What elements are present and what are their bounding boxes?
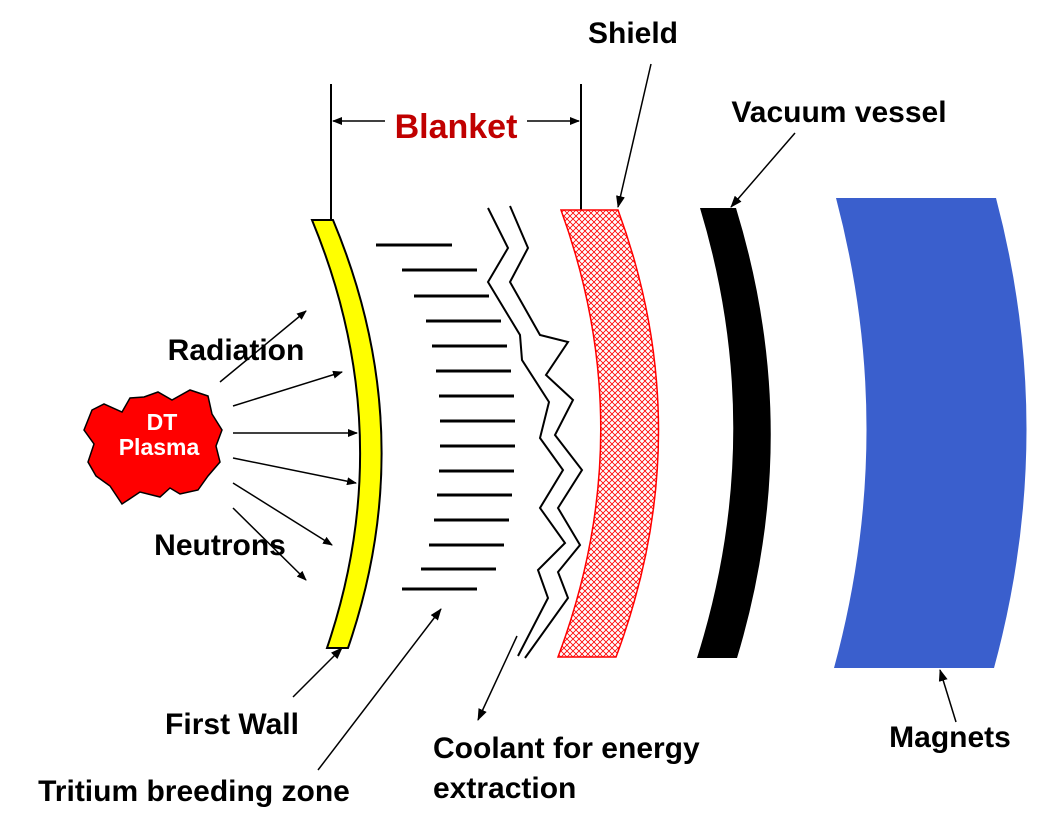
- radiation-arrow-1: [219, 310, 307, 383]
- coolant-pointer: [477, 635, 518, 721]
- neutron-arrow-1: [232, 457, 357, 486]
- radiation-arrow-2: [232, 370, 343, 407]
- plasma-label-line1: DT: [147, 409, 178, 435]
- first-wall-pointer: [292, 647, 343, 698]
- breeding-zone-pointer: [317, 608, 442, 771]
- first-wall-label: First Wall: [165, 708, 299, 741]
- blanket-dimension: Blanket: [330, 84, 582, 220]
- neutron-arrow-2: [232, 482, 333, 546]
- emission-arrows: [219, 310, 358, 581]
- blanket-label: Blanket: [395, 108, 518, 146]
- neutron-arrow-3: [232, 507, 307, 581]
- tritium-breeding-zone-label: Tritium breeding zone: [38, 775, 350, 808]
- vacuum-vessel-pointer: [730, 132, 796, 208]
- coolant-label-line2: extraction: [433, 772, 576, 805]
- shield: [556, 209, 660, 658]
- shield-pointer: [616, 63, 652, 208]
- first-wall: [310, 219, 383, 649]
- callout-pointers: [292, 63, 957, 771]
- plasma-blob: [83, 389, 223, 506]
- vacuum-vessel: [697, 208, 771, 658]
- vacuum-vessel-label: Vacuum vessel: [731, 96, 946, 129]
- coolant-label-line1: Coolant for energy: [433, 732, 700, 765]
- coolant-channel: [486, 205, 584, 659]
- magnets-label: Magnets: [889, 721, 1011, 754]
- dt-plasma: DT Plasma: [83, 389, 223, 506]
- shield-label: Shield: [588, 17, 678, 50]
- plasma-label-line2: Plasma: [119, 434, 200, 460]
- magnets-pointer: [938, 669, 957, 723]
- neutrons-label: Neutrons: [154, 529, 286, 562]
- breeding-zone-lines: [376, 243, 515, 591]
- radiation-label: Radiation: [168, 334, 305, 367]
- magnets: [834, 198, 1027, 668]
